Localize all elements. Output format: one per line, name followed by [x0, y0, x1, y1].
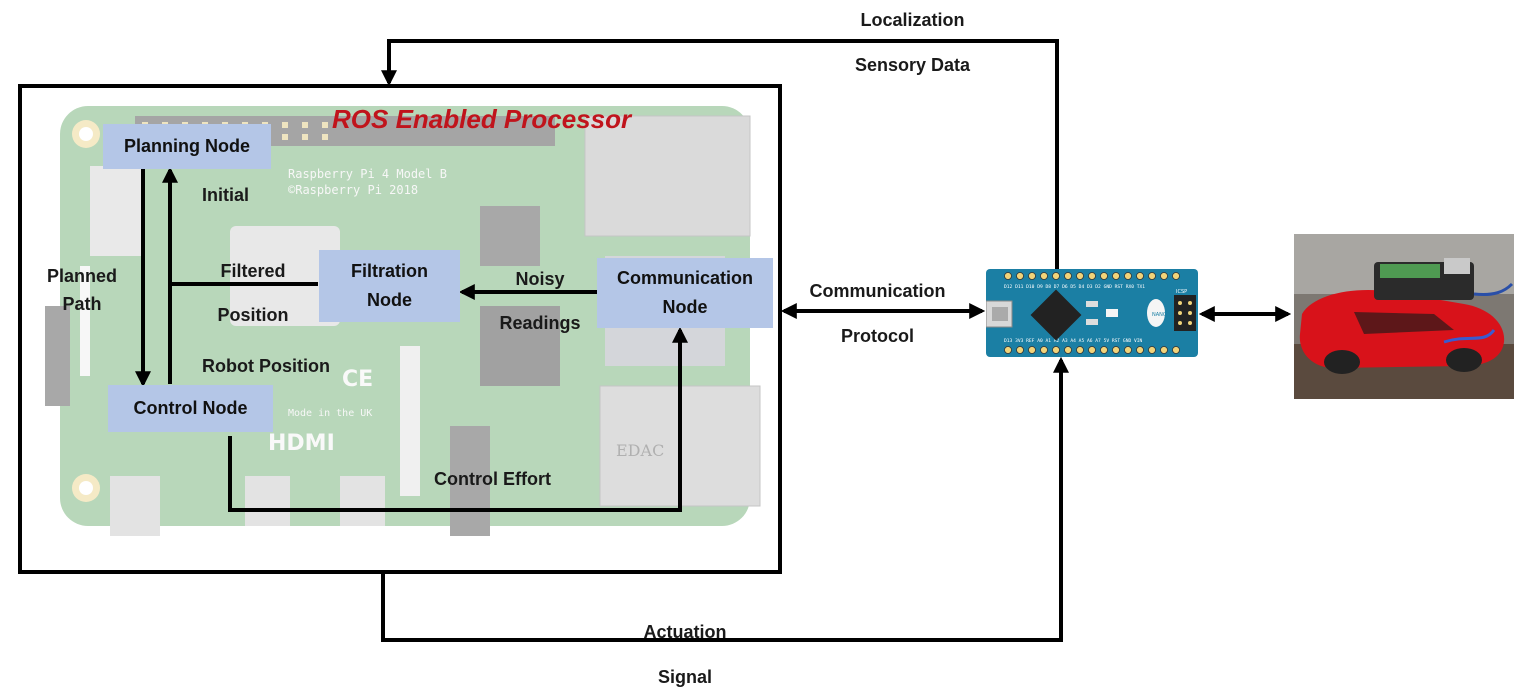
board-hdmi-text: HDMI — [268, 431, 335, 456]
localization-arrow — [381, 39, 1059, 270]
actuation-arrow — [381, 356, 1069, 642]
board-ce-text: CE — [342, 367, 373, 392]
planning-node-label: Planning Node — [124, 136, 250, 156]
noisy-readings-label: Noisy Readings — [499, 269, 581, 333]
control-effort-arrow — [228, 326, 688, 512]
filtration-node[interactable]: Filtration Node — [319, 250, 460, 322]
arduino-icsp-text: ICSP — [1176, 289, 1187, 295]
filtration-node-label: Filtration Node — [351, 261, 428, 310]
filtered-position-label: Filtered Position — [217, 261, 289, 325]
board-made-in-text: Mode in the UK — [288, 408, 372, 419]
initial-label: Initial — [202, 185, 250, 205]
robot-position-label: Robot Position — [202, 356, 330, 376]
planning-node[interactable]: Planning Node — [103, 124, 271, 169]
board-copyright-text: ©Raspberry Pi 2018 — [288, 183, 418, 197]
processor-title: ROS Enabled Processor — [332, 104, 632, 134]
planned-path-label: Planned Path — [46, 266, 117, 314]
board-edac-text: EDAC — [616, 441, 664, 460]
control-effort-label: Control Effort — [434, 469, 551, 489]
communication-node[interactable]: Communication Node — [597, 258, 773, 328]
control-node-label: Control Node — [133, 398, 248, 418]
control-node[interactable]: Control Node — [108, 385, 273, 432]
board-model-text: Raspberry Pi 4 Model B — [288, 167, 447, 181]
actuation-signal-label: Actuation Signal — [643, 622, 727, 687]
robot-car-photo — [1294, 234, 1514, 399]
sensory-data-label: Sensory Data — [854, 55, 971, 75]
processor-frame — [18, 84, 782, 574]
communication-protocol-label: Communication Protocol — [809, 281, 946, 346]
arduino-nano-image: D12 D11 D10 D9 D8 D7 D6 D5 D4 D3 D2 GND … — [986, 269, 1198, 357]
arduino-pin-row-bottom: D13 3V3 REF A0 A1 A2 A3 A4 A5 A6 A7 5V R… — [1004, 338, 1143, 344]
arduino-brand-text: NANO — [1152, 312, 1167, 318]
localization-sensory-label: Localization — [860, 10, 965, 30]
communication-node-label: Communication Node — [616, 268, 753, 317]
arduino-pin-row-top: D12 D11 D10 D9 D8 D7 D6 D5 D4 D3 D2 GND … — [1004, 284, 1145, 290]
